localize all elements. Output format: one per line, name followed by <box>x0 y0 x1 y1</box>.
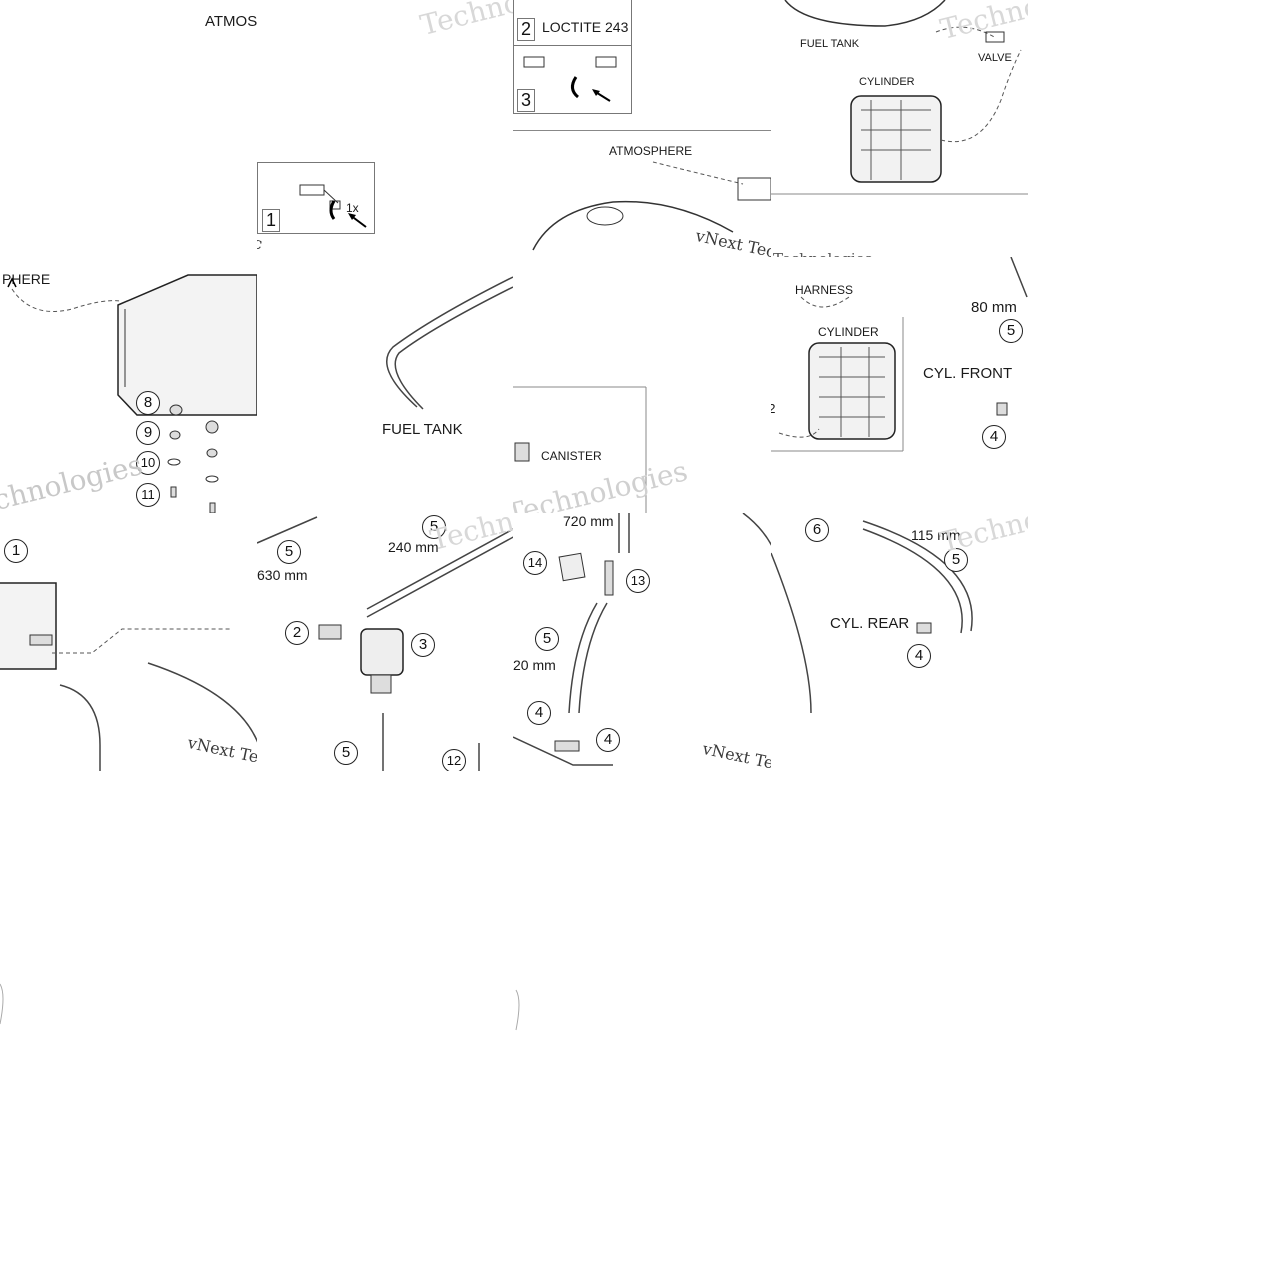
tile-top-right: FUEL TANK CYLINDER VALVE Techno Technolo… <box>771 0 1028 257</box>
label-fuel-tank: FUEL TANK <box>800 38 860 50</box>
step-number: 3 <box>517 89 536 112</box>
install-step-1: 1 1x <box>257 162 375 234</box>
callout-4: 4 <box>907 644 931 668</box>
tile-row2-right: HARNESS CYLINDER 80 mm CYL. FRONT 12 5 4 <box>771 257 1028 513</box>
label-harness: HARNESS <box>795 283 854 297</box>
callout-9: 9 <box>136 421 160 445</box>
tile-row2-mid2: CANISTER Technologies <box>513 257 771 513</box>
callout-14: 14 <box>523 551 547 575</box>
label-cyl-front: CYL. FRONT <box>923 365 1013 382</box>
step-number: 1 <box>262 209 281 232</box>
tile-row2-left: PHERE 8 9 10 11 Technologies <box>0 257 257 513</box>
callout-12: 12 <box>442 749 466 771</box>
label-fuel-tank: FUEL TANK <box>382 421 463 438</box>
label-atmosphere: ATMOSI <box>205 13 257 30</box>
label-atmosphere: ATMOSPHERE <box>609 144 693 158</box>
callout-3: 3 <box>411 633 435 657</box>
watermark-technologies: Techno <box>417 0 513 43</box>
cylinder-drawing <box>771 0 1028 195</box>
hose-length-label: 80 mm <box>971 299 1017 316</box>
canister-drawing <box>7 274 257 513</box>
hose-length-label: 115 mm <box>911 527 961 543</box>
tile-top-left: ATMOSI <box>0 0 257 257</box>
tile-top-mid2: 2 LOCTITE 243 3 ATMOSPHERE vNext Tec <box>513 0 771 257</box>
canister-drawing <box>513 386 647 513</box>
label-valve: VALVE <box>978 52 1012 64</box>
watermark-text: Technologies <box>773 250 872 257</box>
label-canister: CANISTER <box>541 449 602 463</box>
callout-5: 5 <box>535 627 559 651</box>
tile-row2-mid1: FUEL TANK <box>257 257 513 513</box>
callout-4: 4 <box>596 728 620 752</box>
hose-length-label: 12 <box>771 401 776 416</box>
hose-length-label: 240 mm <box>388 539 439 555</box>
callout-5: 5 <box>277 540 301 564</box>
callout-1: 1 <box>4 539 28 563</box>
callout-11: 11 <box>136 483 160 507</box>
label-cylinder: CYLINDER <box>859 76 915 88</box>
hose-drawing <box>386 276 513 410</box>
step-number: 2 <box>517 18 536 41</box>
hose-drawing <box>257 516 513 771</box>
install-step-2-3: 2 LOCTITE 243 3 <box>513 0 632 114</box>
label-cylinder: CYLINDER <box>818 325 879 339</box>
callout-6: 6 <box>805 518 829 542</box>
tile-top-mid1: Techno 1 1x vNext Tec <box>257 0 513 257</box>
hose-length-label: 630 mm <box>257 567 308 583</box>
callout-8: 8 <box>136 391 160 415</box>
screw-icon <box>523 56 617 102</box>
tile-row3-mid2: 720 mm 14 13 5 20 mm 4 4 vNext Tec <box>513 513 771 771</box>
callout-5: 5 <box>999 319 1023 343</box>
tile-row3-mid1: 5 240 mm 5 630 mm 2 3 5 12 Techno <box>257 513 513 771</box>
hose-drawing <box>513 513 771 766</box>
callout-5: 5 <box>944 548 968 572</box>
tile-row3-left: 1 vNext Tec <box>0 513 257 771</box>
callout-4: 4 <box>982 425 1006 449</box>
label-cyl-rear: CYL. REAR <box>830 615 910 632</box>
hose-length-label: 20 mm <box>513 657 556 673</box>
rotation-count: 1x <box>346 201 359 215</box>
fuel-tank-drawing <box>532 161 771 251</box>
valve-icon <box>299 184 367 228</box>
loctite-label: LOCTITE 243 <box>542 19 629 35</box>
canister-drawing <box>0 582 257 771</box>
hose-length-label: 720 mm <box>563 513 614 529</box>
hose-drawing <box>771 520 973 714</box>
callout-5: 5 <box>422 515 446 539</box>
callout-2: 2 <box>285 621 309 645</box>
tile-row3-right: 6 115 mm 5 CYL. REAR 4 Techno <box>771 513 1028 771</box>
callout-10: 10 <box>136 451 160 475</box>
callout-4: 4 <box>527 701 551 725</box>
cylinder-drawing <box>771 257 1028 452</box>
callout-13: 13 <box>626 569 650 593</box>
callout-5: 5 <box>334 741 358 765</box>
